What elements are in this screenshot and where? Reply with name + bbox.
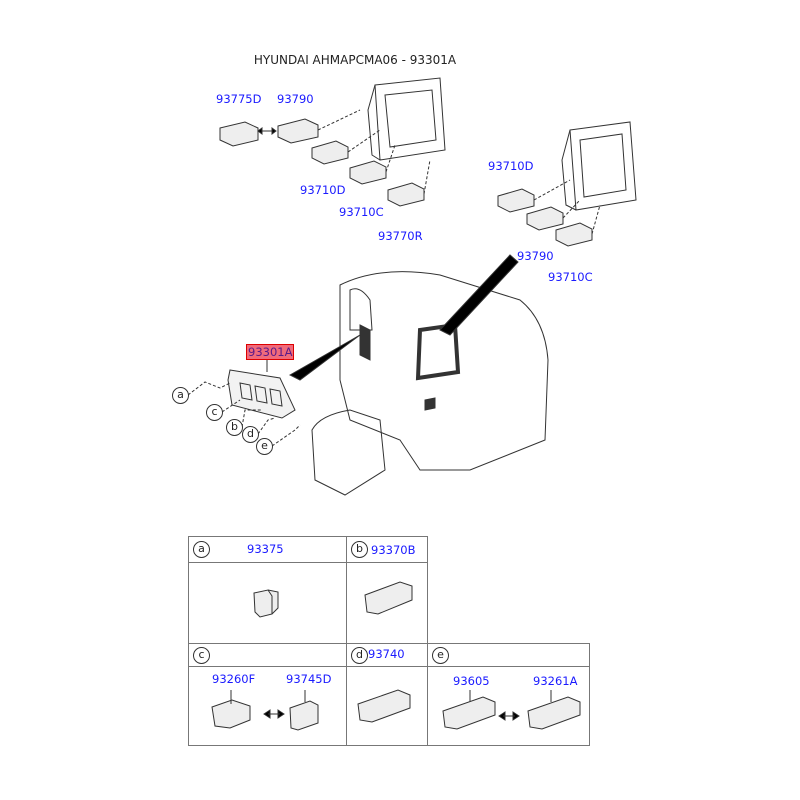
part-93605-drawing — [442, 690, 496, 730]
part-label[interactable]: 93710D — [488, 159, 534, 173]
table-cell-a: a 93375 — [188, 536, 347, 644]
callout-e: e — [256, 438, 273, 455]
switch-parts-upper-left — [219, 109, 431, 207]
callout-b: b — [226, 419, 243, 436]
part-label[interactable]: 93710C — [339, 205, 384, 219]
part-93740-drawing — [357, 689, 411, 723]
part-label[interactable]: 93605 — [453, 674, 490, 688]
part-label[interactable]: 93745D — [286, 672, 332, 686]
table-cell-b: b 93370B — [346, 536, 428, 644]
part-label[interactable]: 93790 — [517, 249, 554, 263]
head-unit-right — [497, 121, 637, 247]
callout-d: d — [242, 426, 259, 443]
part-93745D-drawing — [289, 690, 319, 731]
interchange-arrows — [263, 709, 520, 721]
diagram-title: HYUNDAI AHMAPCMA06 - 93301A — [253, 53, 457, 67]
part-label[interactable]: 93790 — [277, 92, 314, 106]
part-label[interactable]: 93370B — [371, 543, 416, 557]
callout-a: a — [172, 387, 189, 404]
dashboard-illustration — [288, 254, 549, 496]
part-label[interactable]: 93710C — [548, 270, 593, 284]
part-label[interactable]: 93770R — [378, 229, 423, 243]
table-cell-c: c 93260F 93745D — [188, 643, 347, 746]
part-label[interactable]: 93740 — [368, 647, 405, 661]
part-93370B-drawing — [364, 581, 413, 615]
cell-letter: c — [193, 647, 210, 664]
part-label[interactable]: 93261A — [533, 674, 578, 688]
part-label[interactable]: 93775D — [216, 92, 262, 106]
part-label[interactable]: 93375 — [247, 542, 284, 556]
main-assembly-label[interactable]: 93301A — [246, 344, 295, 360]
cell-letter: a — [193, 541, 210, 558]
cell-letter: d — [351, 647, 368, 664]
part-93375-drawing — [253, 589, 279, 618]
part-label[interactable]: 93260F — [212, 672, 256, 686]
part-label[interactable]: 93710D — [300, 183, 346, 197]
table-cell-d: d 93740 — [346, 643, 428, 746]
cell-letter: e — [432, 647, 449, 664]
switch-assembly-93301A — [187, 358, 301, 447]
part-93261A-drawing — [527, 690, 581, 730]
cell-letter: b — [351, 541, 368, 558]
head-unit-left — [367, 77, 446, 161]
callout-c: c — [206, 404, 223, 421]
part-93260F-drawing — [211, 690, 251, 729]
table-cell-e: e 93605 93261A — [427, 643, 590, 746]
